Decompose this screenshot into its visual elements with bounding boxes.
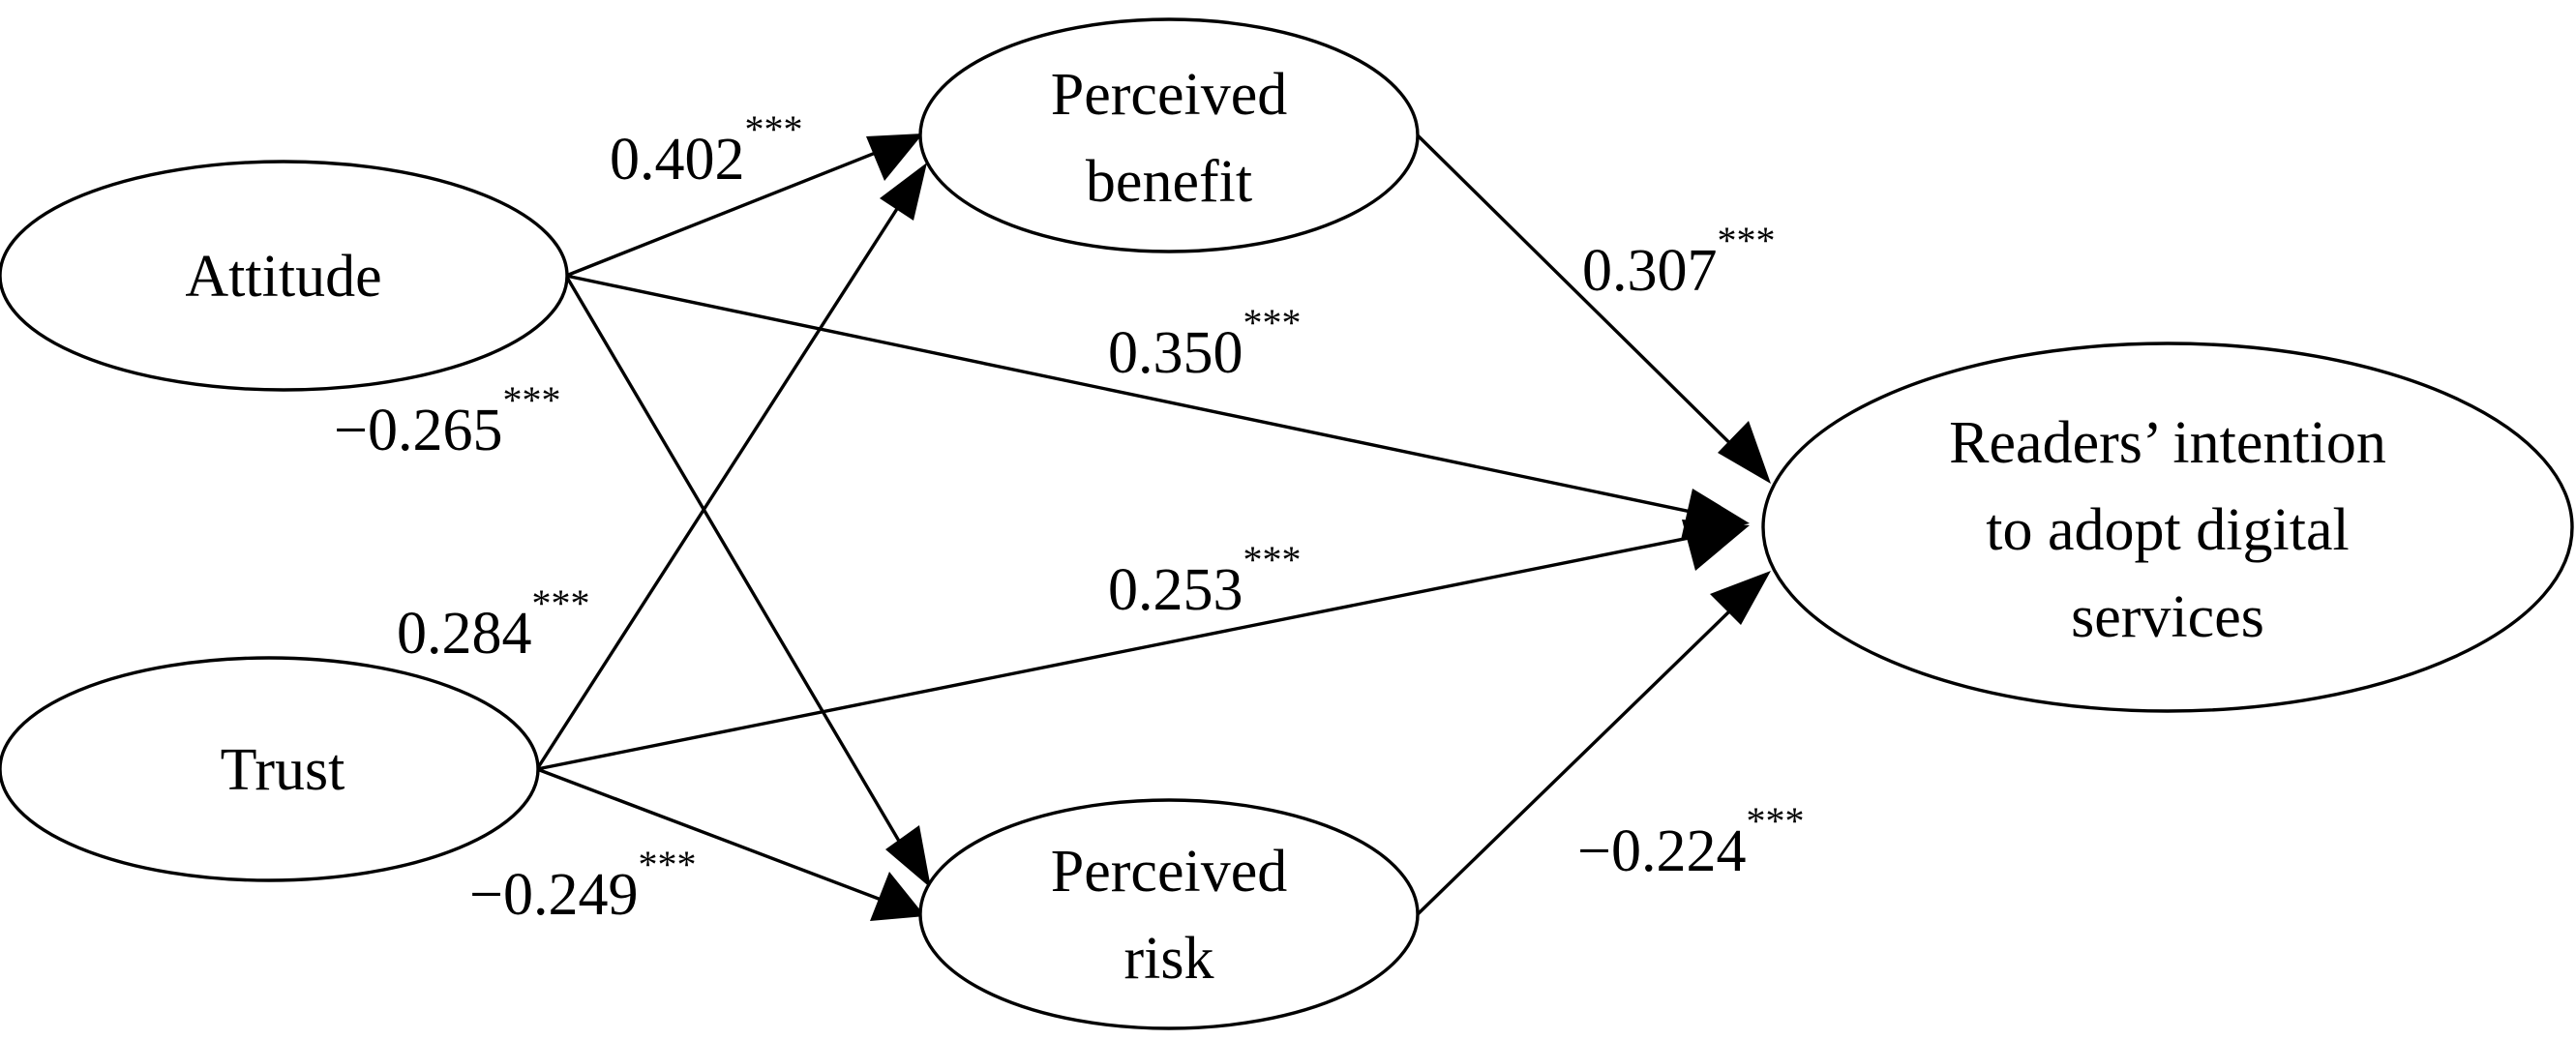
arrowheads bbox=[866, 134, 1771, 921]
coef-trust-benefit: 0.284*** bbox=[397, 581, 590, 667]
arrowhead-trust-benefit bbox=[880, 163, 927, 221]
node-trust: Trust bbox=[0, 656, 540, 882]
node-trust-label: Trust bbox=[221, 737, 345, 803]
coef-attitude-benefit: 0.402*** bbox=[610, 107, 803, 193]
coef-attitude-risk: −0.265*** bbox=[334, 378, 560, 463]
edge-attitude-benefit bbox=[565, 134, 920, 278]
edge-trust-intention bbox=[536, 525, 1743, 771]
node-risk-label-line1: Perceived bbox=[1051, 839, 1287, 905]
edge-risk-intention bbox=[1416, 579, 1763, 916]
node-readers-intention: Readers’ intention to adopt digital serv… bbox=[1761, 342, 2574, 713]
node-perceived-risk: Perceived risk bbox=[918, 798, 1420, 1030]
node-risk-label-line2: risk bbox=[1124, 926, 1214, 992]
edge-benefit-intention bbox=[1416, 134, 1763, 476]
edge-trust-benefit bbox=[535, 173, 921, 770]
edge-trust-risk bbox=[536, 767, 920, 916]
arrowhead-trust-risk bbox=[870, 872, 925, 921]
node-perceived-benefit: Perceived benefit bbox=[918, 17, 1420, 253]
coef-risk-intention: −0.224*** bbox=[1577, 799, 1804, 884]
edges bbox=[535, 134, 1763, 916]
node-attitude: Attitude bbox=[0, 160, 569, 392]
arrowhead-benefit-intention bbox=[1718, 421, 1771, 484]
arrowhead-attitude-risk bbox=[885, 825, 931, 888]
coef-benefit-intention: 0.307*** bbox=[1582, 219, 1776, 304]
coef-trust-risk: −0.249*** bbox=[469, 843, 696, 928]
path-coefficients: 0.402*** −0.265*** 0.350*** 0.284*** −0.… bbox=[334, 107, 1804, 928]
node-intention-label-line1: Readers’ intention bbox=[1949, 410, 2386, 476]
arrowhead-attitude-benefit bbox=[866, 134, 923, 181]
coef-attitude-intention: 0.350*** bbox=[1108, 301, 1302, 386]
edge-attitude-risk bbox=[564, 275, 921, 877]
coef-trust-intention: 0.253*** bbox=[1108, 538, 1302, 623]
node-benefit-label-line2: benefit bbox=[1086, 149, 1252, 215]
node-benefit-label-line1: Perceived bbox=[1051, 62, 1287, 128]
node-intention-label-line3: services bbox=[2071, 584, 2264, 650]
node-attitude-label: Attitude bbox=[185, 244, 381, 310]
edge-attitude-intention bbox=[565, 274, 1743, 524]
node-intention-label-line2: to adopt digital bbox=[1986, 497, 2349, 563]
arrowhead-risk-intention bbox=[1710, 571, 1771, 625]
arrowhead-trust-intention bbox=[1682, 520, 1750, 571]
